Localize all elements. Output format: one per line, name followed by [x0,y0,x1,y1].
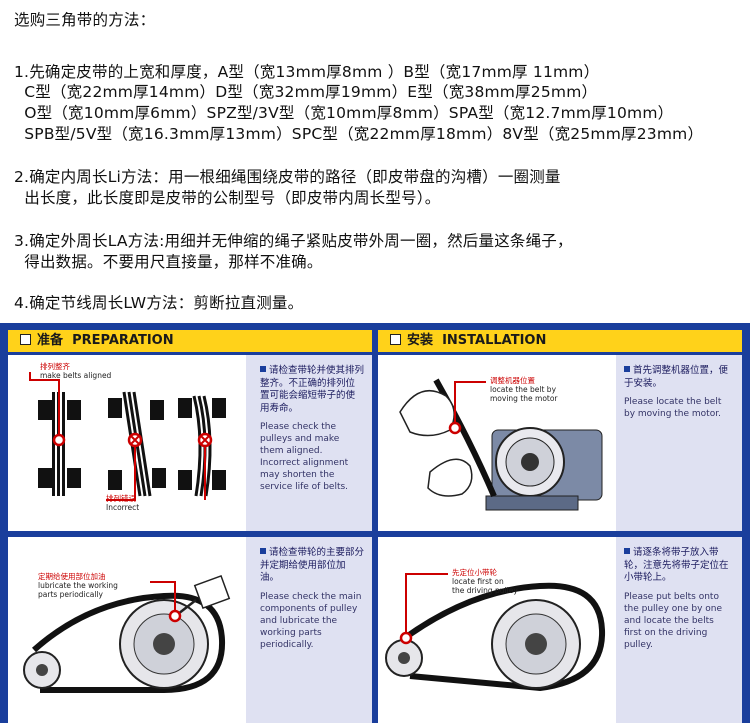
align-label: 排列整齐 make belts aligned [40,362,111,380]
checkbox-icon [390,334,401,345]
motor-label-en1: locate the belt by [490,385,557,394]
bullet-icon [624,366,630,372]
step4-line: 4.确定节线周长LW方法：剪断拉直测量。 [14,294,304,312]
oil-label-en2: parts periodically [38,590,103,599]
installation-header-zh: 安装 [407,333,434,348]
oil-label: 定期给使用部位加油 lubricate the working parts pe… [38,572,118,599]
driving-pulley-note-en: Please put belts onto the pulley one by … [624,591,723,650]
motor-label: 调整机器位置 locate the belt by moving the mot… [490,376,558,403]
bullet-icon [624,548,630,554]
oil-label-en1: lubricate the working [38,581,118,590]
step1-line4: SPB型/5V型（宽16.3mm厚13mm）SPC型（宽22mm厚18mm）8V… [14,125,704,143]
motor-label-zh: 调整机器位置 [490,376,535,385]
misaligned-belts-illustration-2 [178,395,226,497]
step1-line3: O型（宽10mm厚6mm）SPZ型/3V型（宽10mm厚8mm）SPA型（宽12… [14,104,674,122]
installation-header-en: INSTALLATION [442,333,547,348]
step2-line1: 2.确定内周长Li方法：用一根细绳围绕皮带的路径（即皮带盘的沟槽）一圈测量 [14,168,561,186]
motor-note: 首先调整机器位置，便于安装。 Please locate the belt by… [616,355,742,531]
first-pulley-label: 先定位小带轮 locate first on the driving pulle… [452,568,518,595]
lubricate-note-zh: 请检查带轮的主要部分并定期给使用部位加油。 [260,547,365,583]
lubricate-illustration [23,574,231,693]
preparation-header-en: PREPARATION [72,333,174,348]
preparation-header: 准备 PREPARATION [8,330,372,352]
first-pulley-label-en2: the driving pulley [452,586,518,595]
align-note: 请检查带轮并使其排列整齐。不正确的排列位置可能会缩短带子的使用寿命。 Pleas… [246,355,372,531]
align-note-zh: 请检查带轮并使其排列整齐。不正确的排列位置可能会缩短带子的使用寿命。 [260,365,365,414]
step3-line2: 得出数据。不要用尺直接量，那样不准确。 [14,253,323,271]
step3-line1: 3.确定外周长LA方法:用细并无伸缩的绳子紧贴皮带外周一圈，然后量这条绳子， [14,232,573,250]
lubricate-note-en: Please check the main components of pull… [260,591,362,650]
step2-line2: 出长度，此长度即是皮带的公制型号（即皮带内周长型号）。 [14,189,441,207]
driving-pulley-illustration [385,573,606,692]
intro-title: 选购三角带的方法： [14,11,156,29]
first-pulley-label-zh: 先定位小带轮 [452,568,497,577]
motor-adjust-illustration [399,378,603,511]
motor-label-en2: moving the motor [490,394,558,403]
step1-line1: 1.先确定皮带的上宽和厚度，A型（宽13mm厚8mm ）B型（宽17mm厚 11… [14,63,600,81]
driving-pulley-note: 请逐条将带子放入带轮，注意先将带子定位在小带轮上。 Please put bel… [616,537,742,723]
incorrect-label: 排列错误 Incorrect [106,494,139,512]
step1-line2: C型（宽22mm厚14mm）D型（宽32mm厚19mm）E型（宽38mm厚25m… [14,83,598,101]
lubricate-note: 请检查带轮的主要部分并定期给使用部位加油。 Please check the m… [246,537,372,723]
bullet-icon [260,548,266,554]
align-label-zh: 排列整齐 [40,362,70,371]
installation-header: 安装 INSTALLATION [378,330,742,352]
aligned-belts-illustration [29,372,81,496]
oil-label-zh: 定期给使用部位加油 [38,572,106,581]
incorrect-label-en: Incorrect [106,503,140,512]
driving-pulley-note-zh: 请逐条将带子放入带轮，注意先将带子定位在小带轮上。 [624,547,729,583]
bullet-icon [260,366,266,372]
incorrect-label-zh: 排列错误 [106,494,136,503]
checkbox-icon [20,334,31,345]
preparation-header-zh: 准备 [37,333,64,348]
align-note-en: Please check the pulleys and make them a… [260,422,349,492]
first-pulley-label-en1: locate first on [452,577,504,586]
motor-note-zh: 首先调整机器位置，便于安装。 [624,365,729,389]
misaligned-belts-illustration-1 [108,391,166,497]
align-label-en: make belts aligned [40,371,112,380]
motor-note-en: Please locate the belt by moving the mot… [624,397,722,419]
